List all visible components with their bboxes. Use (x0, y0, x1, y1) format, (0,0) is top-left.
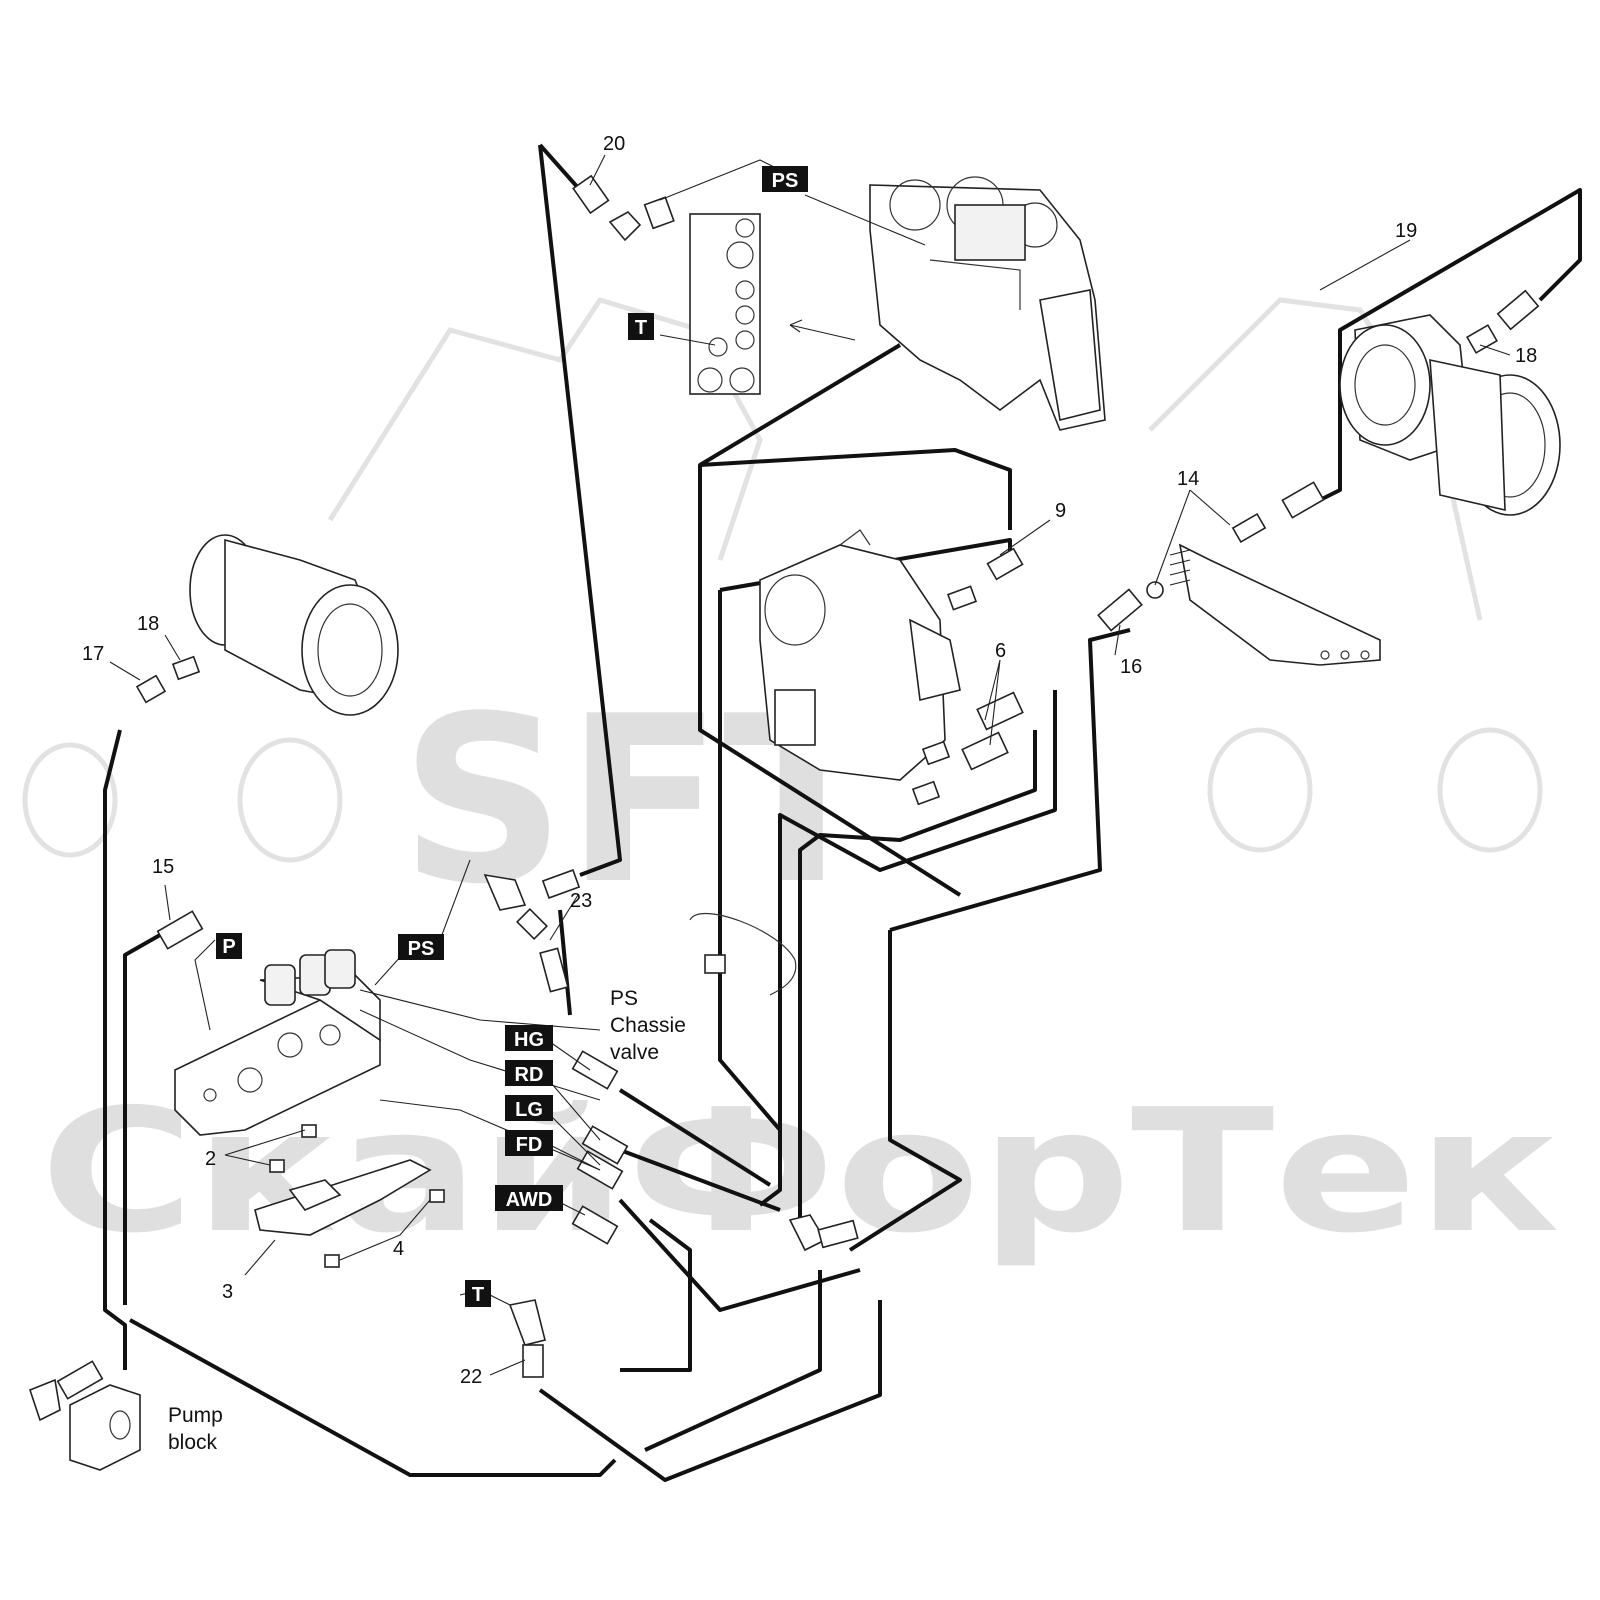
callout-16: 16 (1120, 656, 1142, 678)
callout-18-left: 18 (137, 613, 159, 635)
mounting-bracket-3 (254, 1124, 445, 1268)
callout-14: 14 (1177, 468, 1199, 490)
tags: PS T P PS HG RD LG FD AWD T (216, 166, 808, 1307)
note-pump-block-2: block (168, 1431, 218, 1454)
pump (759, 529, 961, 781)
hose-20 (538, 144, 622, 877)
callout-6: 6 (995, 640, 1006, 662)
note-pump-block-1: Pump (168, 1404, 223, 1427)
tag-t-bottom: T (472, 1284, 484, 1306)
tag-p: P (222, 936, 235, 958)
hose-17 (103, 729, 127, 1370)
tag-rd: RD (515, 1064, 544, 1086)
callout-18-right: 18 (1515, 345, 1537, 367)
callout-2: 2 (205, 1148, 216, 1170)
valve-block (174, 949, 381, 1136)
tag-t-top: T (635, 317, 647, 339)
notes: PS Chassie valve Pump block (168, 987, 686, 1454)
callout-19: 19 (1395, 220, 1417, 242)
tag-hg: HG (514, 1029, 544, 1051)
callout-3: 3 (222, 1281, 233, 1303)
callout-20: 20 (603, 133, 625, 155)
tag-ps-valve: PS (408, 938, 435, 960)
tag-lg: LG (515, 1099, 543, 1121)
note-ps-chassie-valve-3: valve (610, 1041, 659, 1064)
callout-4: 4 (393, 1238, 404, 1260)
port-panel (689, 213, 856, 395)
callouts: 2 3 4 6 9 14 15 16 17 18 18 19 20 22 23 (82, 133, 1537, 1388)
axle-right (1339, 314, 1561, 516)
callout-9: 9 (1055, 500, 1066, 522)
callout-15: 15 (152, 856, 174, 878)
axle-left (189, 534, 399, 716)
tag-awd: AWD (506, 1189, 553, 1211)
tag-fd: FD (516, 1134, 543, 1156)
callout-23: 23 (570, 890, 592, 912)
note-ps-chassie-valve-2: Chassie (610, 1014, 686, 1037)
callout-22: 22 (460, 1366, 482, 1388)
note-ps-chassie-valve-1: PS (610, 987, 638, 1010)
fittings (29, 289, 1540, 1422)
transmission-housing (869, 176, 1106, 431)
hose-19 (1319, 188, 1582, 502)
bracket-14 (1169, 543, 1381, 666)
tag-ps-top: PS (772, 170, 799, 192)
fitting-20 (572, 174, 675, 242)
hose-transmission (698, 343, 962, 897)
pump-block (69, 1384, 141, 1471)
hose-bottom-outer (129, 1318, 617, 1477)
cable-tie (689, 912, 797, 996)
callout-17: 17 (82, 643, 104, 665)
